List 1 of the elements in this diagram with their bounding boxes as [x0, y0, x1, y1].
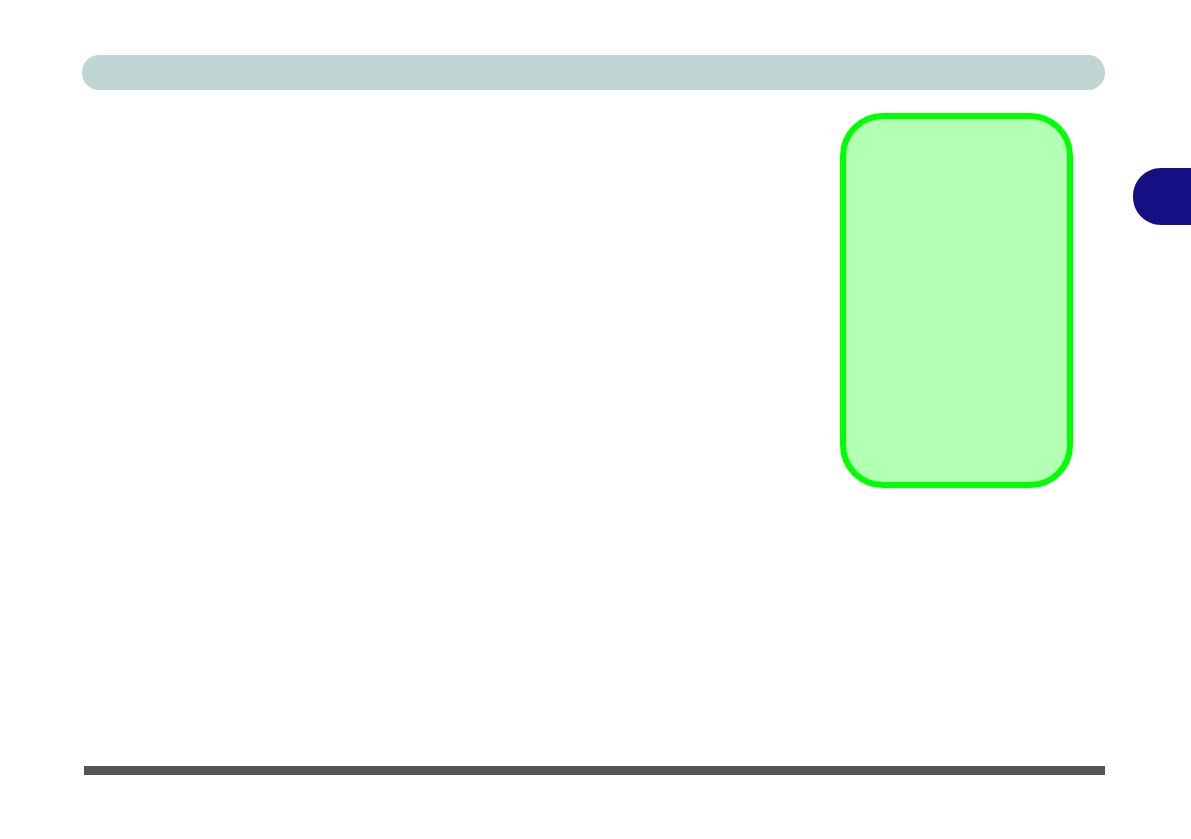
note-box — [840, 113, 1073, 488]
